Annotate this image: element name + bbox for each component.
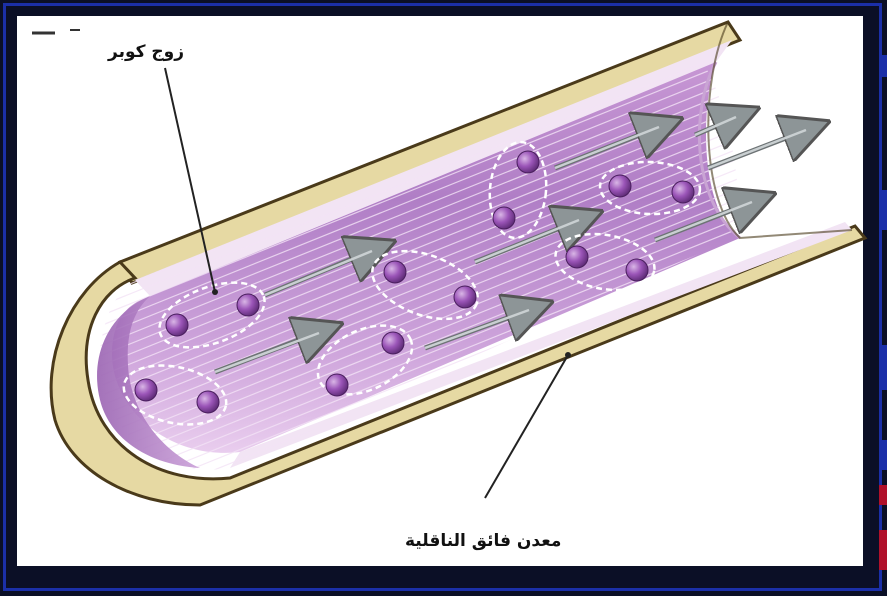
cooper-pair-label: زوج كوبر [108, 42, 184, 62]
electron-sphere-icon [672, 181, 694, 203]
electron-sphere-icon [517, 151, 539, 173]
electron-sphere-icon [237, 294, 259, 316]
cooper-pair-leader-dot [212, 289, 218, 295]
electron-sphere-icon [197, 391, 219, 413]
electron-sphere-icon [609, 175, 631, 197]
electron-sphere-icon [566, 246, 588, 268]
electron-sphere-icon [626, 259, 648, 281]
electron-sphere-icon [454, 286, 476, 308]
superconductor-label: معدن فائق الناقلية [405, 531, 561, 551]
electron-sphere-icon [326, 374, 348, 396]
tube-mouth-rim [708, 22, 852, 238]
superconductor-leader-dot [565, 352, 571, 358]
electron-sphere-icon [493, 207, 515, 229]
electron-sphere-icon [135, 379, 157, 401]
electron-sphere-icon [384, 261, 406, 283]
electron-sphere-icon [382, 332, 404, 354]
electron-sphere-icon [166, 314, 188, 336]
